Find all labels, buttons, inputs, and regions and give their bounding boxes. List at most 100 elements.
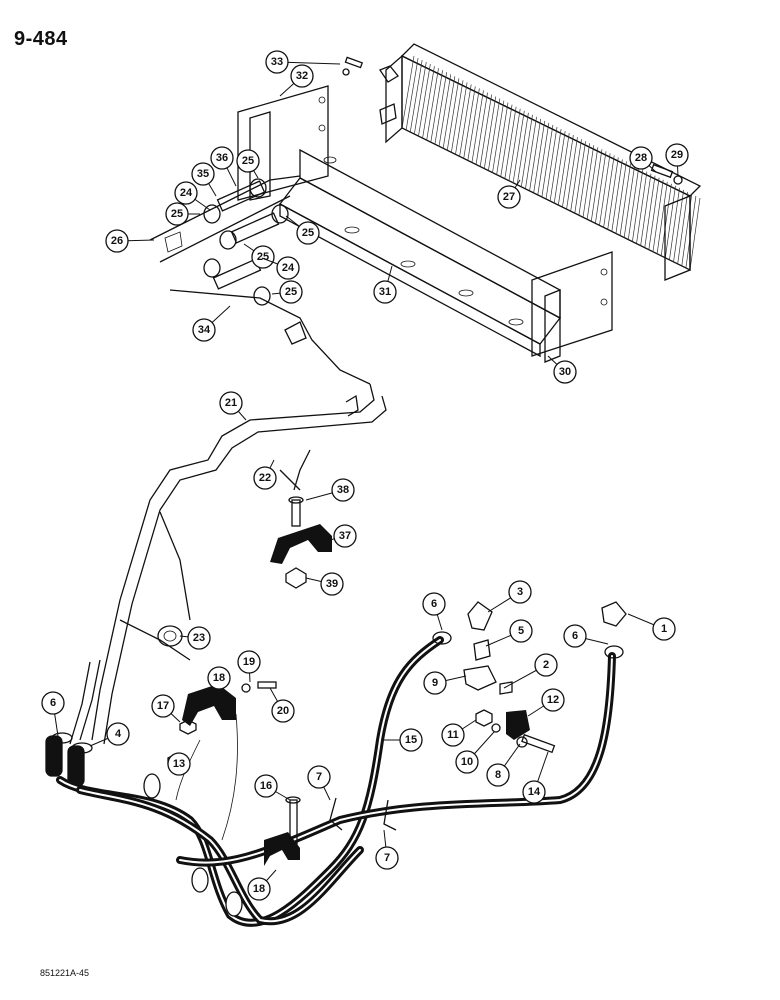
cooler-fin	[520, 114, 533, 187]
callout-25: 25	[165, 202, 200, 226]
callout-balloon	[174, 181, 198, 205]
callout-balloon	[192, 318, 216, 342]
callout-number: 20	[277, 705, 289, 717]
callout-balloon	[522, 780, 546, 804]
callout-balloon	[455, 750, 479, 774]
cooler-fin	[529, 118, 542, 191]
cooler-fin	[652, 179, 664, 252]
callout-number: 28	[635, 152, 647, 164]
cooler-fin	[574, 141, 586, 214]
callout-number: 7	[316, 771, 322, 783]
grommet-and-ends	[45, 625, 183, 787]
cooler-fin	[619, 163, 631, 236]
callout-balloon	[279, 280, 303, 304]
cooler-fin	[516, 112, 529, 185]
callout-number: 25	[242, 155, 254, 167]
callout-number: 33	[271, 56, 283, 68]
callout-balloon	[165, 202, 189, 226]
cooler-fin	[434, 72, 448, 145]
steel-tubes	[69, 383, 387, 745]
callout-19: 19	[237, 650, 261, 683]
cooler-fin	[660, 183, 672, 256]
callout-number: 3	[517, 586, 523, 598]
cooler-fin	[685, 195, 697, 269]
callout-balloon	[207, 666, 231, 690]
callout-8: 8	[486, 743, 521, 787]
mounting-frame	[237, 85, 613, 363]
cooler-fin	[533, 120, 546, 193]
cooler-fin	[541, 124, 554, 198]
cooler-fin	[586, 147, 599, 220]
page-number: 9-484	[14, 28, 68, 50]
callout-7: 7	[307, 765, 331, 801]
cooler-fin	[603, 155, 615, 228]
callout-7: 7	[375, 829, 399, 870]
tube-clamp	[270, 469, 332, 589]
callout-6: 6	[41, 691, 65, 737]
cooler-fin	[611, 159, 623, 232]
callout-29: 29	[665, 143, 689, 177]
callout-number: 25	[302, 227, 314, 239]
callout-10: 10	[455, 731, 495, 774]
callout-balloon	[373, 280, 397, 304]
callout-9: 9	[423, 671, 467, 695]
cooler-fin	[479, 94, 492, 167]
callout-number: 39	[326, 578, 338, 590]
callout-balloon	[296, 221, 320, 245]
callout-balloon	[307, 765, 331, 789]
callout-25: 25	[243, 243, 275, 269]
callout-number: 8	[495, 769, 501, 781]
cooler-fin	[595, 151, 607, 224]
callout-number: 18	[253, 883, 265, 895]
callout-balloon	[265, 50, 289, 74]
callout-25: 25	[285, 215, 320, 245]
callout-number: 4	[115, 728, 122, 740]
callout-25: 25	[271, 280, 303, 304]
cooler-fin	[549, 128, 562, 202]
callout-6: 6	[422, 592, 446, 631]
callout-16: 16	[254, 774, 291, 801]
callout-number: 11	[447, 729, 459, 741]
cooler-fin	[492, 100, 505, 173]
callout-balloon	[236, 149, 260, 173]
callout-number: 15	[405, 734, 417, 746]
callout-25: 25	[236, 149, 260, 179]
callout-balloon	[375, 846, 399, 870]
callout-13: 13	[167, 752, 191, 776]
cooler-fin	[426, 68, 439, 141]
callout-balloon	[41, 691, 65, 715]
callout-number: 17	[157, 700, 169, 712]
cooler-hardware	[342, 56, 683, 185]
callout-number: 13	[173, 758, 185, 770]
callout-balloon	[210, 146, 234, 170]
cooler-fin	[422, 66, 435, 139]
valve-fittings	[463, 601, 627, 695]
callout-number: 25	[171, 208, 183, 220]
callout-22: 22	[253, 459, 277, 490]
callout-31: 31	[373, 265, 397, 304]
cooler-fin	[451, 80, 464, 153]
callout-balloon	[219, 391, 243, 415]
callout-balloon	[167, 752, 191, 776]
cooler-fin	[459, 84, 472, 157]
callout-number: 38	[337, 484, 349, 496]
callout-24: 24	[261, 256, 300, 280]
callout-34: 34	[192, 305, 231, 342]
callout-number: 9	[432, 677, 438, 689]
callout-balloon	[191, 162, 215, 186]
callout-number: 27	[503, 191, 515, 203]
callout-balloon	[247, 877, 271, 901]
callout-20: 20	[269, 687, 295, 723]
cooler-fin	[623, 165, 635, 238]
cooler-fin	[562, 135, 574, 208]
callout-balloon	[237, 650, 261, 674]
callout-6: 6	[563, 624, 609, 648]
callout-18: 18	[247, 869, 277, 901]
callout-number: 25	[257, 251, 269, 263]
cooler-fin	[557, 133, 570, 206]
cooler-fin	[677, 191, 689, 264]
callout-number: 7	[384, 852, 390, 864]
cooler-fin	[644, 175, 656, 248]
callout-balloon	[331, 478, 355, 502]
